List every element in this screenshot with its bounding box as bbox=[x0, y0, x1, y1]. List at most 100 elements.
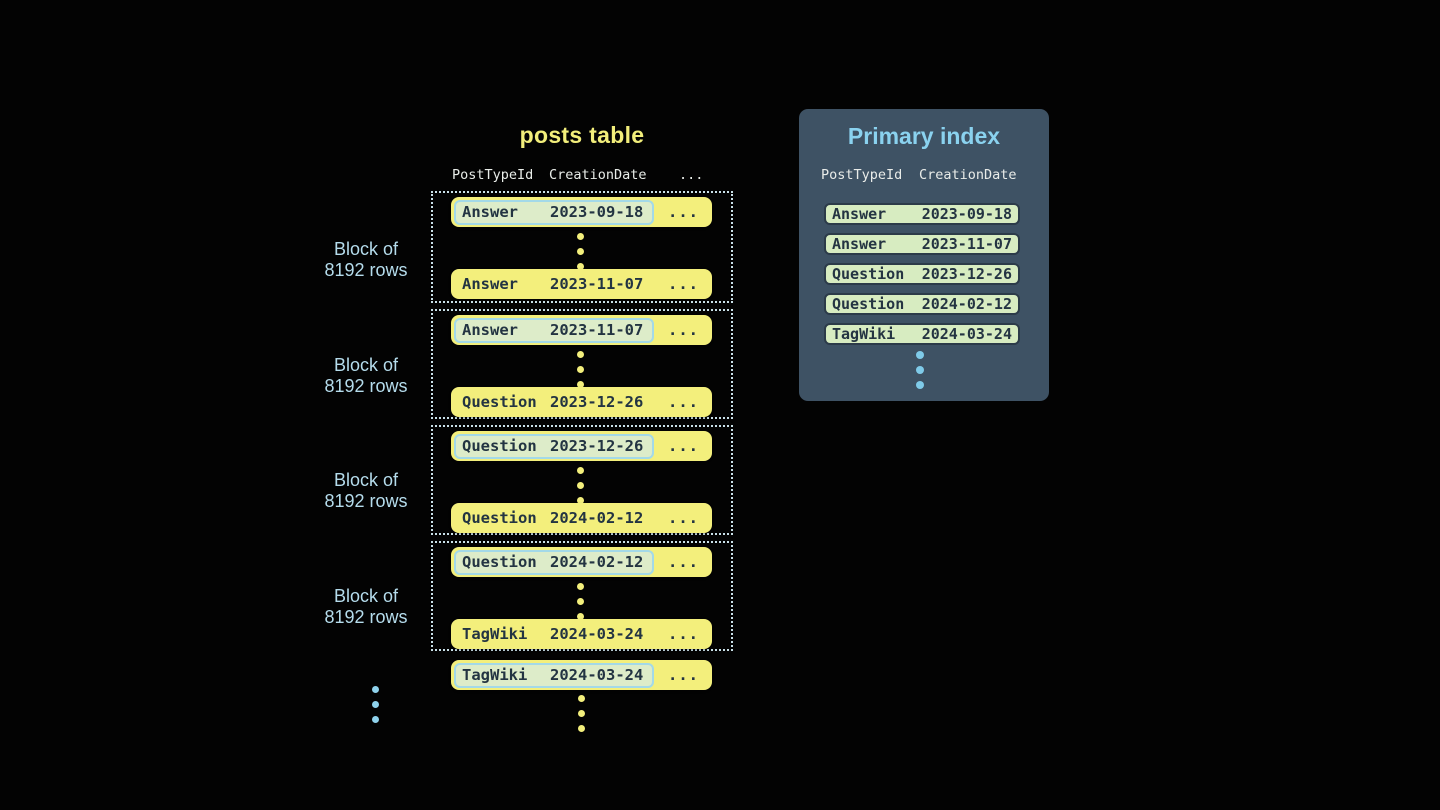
dot bbox=[916, 381, 924, 389]
dot bbox=[372, 716, 379, 723]
posttypeid-cell: Question bbox=[462, 509, 537, 527]
dot bbox=[577, 467, 584, 474]
block-label-3: Block of 8192 rows bbox=[306, 470, 426, 512]
index-row: TagWiki 2024-03-24 bbox=[824, 323, 1020, 345]
creationdate-cell: 2023-11-07 bbox=[921, 235, 1012, 253]
row-fields: Answer 2023-11-07 bbox=[454, 272, 654, 297]
posttypeid-cell: Answer bbox=[832, 235, 887, 253]
dot bbox=[578, 725, 585, 732]
posttypeid-cell: Answer bbox=[462, 321, 518, 339]
block-label-line1: Block of bbox=[333, 470, 399, 490]
posttypeid-cell: TagWiki bbox=[462, 666, 528, 684]
creationdate-cell: 2024-03-24 bbox=[550, 625, 644, 643]
dot bbox=[577, 248, 584, 255]
table-row: TagWiki 2024-03-24 ... bbox=[451, 619, 712, 649]
omitted-rows-dots bbox=[577, 233, 584, 270]
creationdate-cell: 2024-03-24 bbox=[921, 325, 1012, 343]
row-fields: Question 2024-02-12 bbox=[454, 506, 654, 531]
omitted-rows-dots bbox=[577, 467, 584, 504]
creationdate-cell: 2024-02-12 bbox=[550, 509, 644, 527]
dot bbox=[916, 351, 924, 359]
row-ellipsis: ... bbox=[668, 666, 699, 684]
table-row: Answer 2023-11-07 ... bbox=[451, 315, 712, 345]
index-row: Question 2024-02-12 bbox=[824, 293, 1020, 315]
primary-index-panel: Primary index PostTypeId CreationDate An… bbox=[799, 109, 1049, 401]
posttypeid-cell: Question bbox=[462, 553, 537, 571]
creationdate-cell: 2024-03-24 bbox=[550, 666, 644, 684]
creationdate-cell: 2023-09-18 bbox=[921, 205, 1012, 223]
posttypeid-cell: Question bbox=[832, 295, 905, 313]
dot bbox=[578, 710, 585, 717]
more-blocks-dots bbox=[372, 686, 379, 723]
row-ellipsis: ... bbox=[668, 437, 699, 455]
dot bbox=[577, 381, 584, 388]
indexed-entry-highlight: Question 2023-12-26 bbox=[454, 433, 654, 459]
dot bbox=[577, 598, 584, 605]
indexed-entry-highlight: Answer 2023-11-07 bbox=[454, 317, 654, 343]
posts-block-3: Question 2023-12-26 ... Question 2024-02… bbox=[431, 425, 733, 535]
index-row: Answer 2023-09-18 bbox=[824, 203, 1020, 225]
row-ellipsis: ... bbox=[668, 509, 699, 527]
creationdate-cell: 2024-02-12 bbox=[550, 553, 644, 571]
row-ellipsis: ... bbox=[668, 625, 699, 643]
posts-block-1: Answer 2023-09-18 ... Answer 2023-11-07 … bbox=[431, 191, 733, 303]
more-rows-dots bbox=[578, 695, 585, 732]
posttypeid-cell: Answer bbox=[832, 205, 887, 223]
dot bbox=[577, 366, 584, 373]
omitted-rows-dots bbox=[577, 583, 584, 620]
creationdate-cell: 2024-02-12 bbox=[921, 295, 1012, 313]
dot bbox=[577, 497, 584, 504]
block-label-2: Block of 8192 rows bbox=[306, 355, 426, 397]
indexed-entry-highlight: TagWiki 2024-03-24 bbox=[454, 662, 654, 688]
dot bbox=[372, 701, 379, 708]
table-row: Question 2024-02-12 ... bbox=[451, 547, 712, 577]
table-row: Answer 2023-09-18 ... bbox=[451, 197, 712, 227]
indexed-entry-highlight: Answer 2023-09-18 bbox=[454, 199, 654, 225]
row-ellipsis: ... bbox=[668, 393, 699, 411]
posttypeid-cell: TagWiki bbox=[462, 625, 528, 643]
block-label-line1: Block of bbox=[333, 586, 399, 606]
table-row: Answer 2023-11-07 ... bbox=[451, 269, 712, 299]
dot bbox=[577, 233, 584, 240]
row-fields: TagWiki 2024-03-24 bbox=[454, 622, 654, 647]
table-row: TagWiki 2024-03-24 ... bbox=[451, 660, 712, 690]
index-header-creationdate: CreationDate bbox=[919, 167, 1017, 183]
table-row: Question 2023-12-26 ... bbox=[451, 387, 712, 417]
posttypeid-cell: Answer bbox=[462, 275, 518, 293]
row-ellipsis: ... bbox=[668, 553, 699, 571]
dot bbox=[577, 351, 584, 358]
more-index-entries-dots bbox=[916, 351, 924, 389]
block-label-line2: 8192 rows bbox=[324, 260, 408, 280]
creationdate-cell: 2023-12-26 bbox=[550, 437, 644, 455]
creationdate-cell: 2023-09-18 bbox=[550, 203, 644, 221]
dot bbox=[916, 366, 924, 374]
block-label-line1: Block of bbox=[333, 355, 399, 375]
creationdate-cell: 2023-11-07 bbox=[550, 275, 644, 293]
dot bbox=[577, 583, 584, 590]
posts-block-2: Answer 2023-11-07 ... Question 2023-12-2… bbox=[431, 309, 733, 419]
block-label-line2: 8192 rows bbox=[324, 491, 408, 511]
table-row: Question 2023-12-26 ... bbox=[451, 431, 712, 461]
posttypeid-cell: Question bbox=[462, 393, 537, 411]
posttypeid-cell: Question bbox=[462, 437, 537, 455]
posts-header-posttypeid: PostTypeId bbox=[452, 167, 534, 183]
dot bbox=[372, 686, 379, 693]
omitted-rows-dots bbox=[577, 351, 584, 388]
row-ellipsis: ... bbox=[668, 321, 699, 339]
dot bbox=[578, 695, 585, 702]
table-row: Question 2024-02-12 ... bbox=[451, 503, 712, 533]
index-row: Answer 2023-11-07 bbox=[824, 233, 1020, 255]
indexed-entry-highlight: Question 2024-02-12 bbox=[454, 549, 654, 575]
primary-index-title: Primary index bbox=[847, 123, 1001, 149]
block-label-line2: 8192 rows bbox=[324, 376, 408, 396]
posttypeid-cell: Answer bbox=[462, 203, 518, 221]
posts-header-creationdate: CreationDate bbox=[549, 167, 647, 183]
creationdate-cell: 2023-11-07 bbox=[550, 321, 644, 339]
block-label-4: Block of 8192 rows bbox=[306, 586, 426, 628]
row-ellipsis: ... bbox=[668, 275, 699, 293]
block-label-1: Block of 8192 rows bbox=[306, 239, 426, 281]
creationdate-cell: 2023-12-26 bbox=[550, 393, 644, 411]
dot bbox=[577, 263, 584, 270]
posttypeid-cell: Question bbox=[832, 265, 905, 283]
